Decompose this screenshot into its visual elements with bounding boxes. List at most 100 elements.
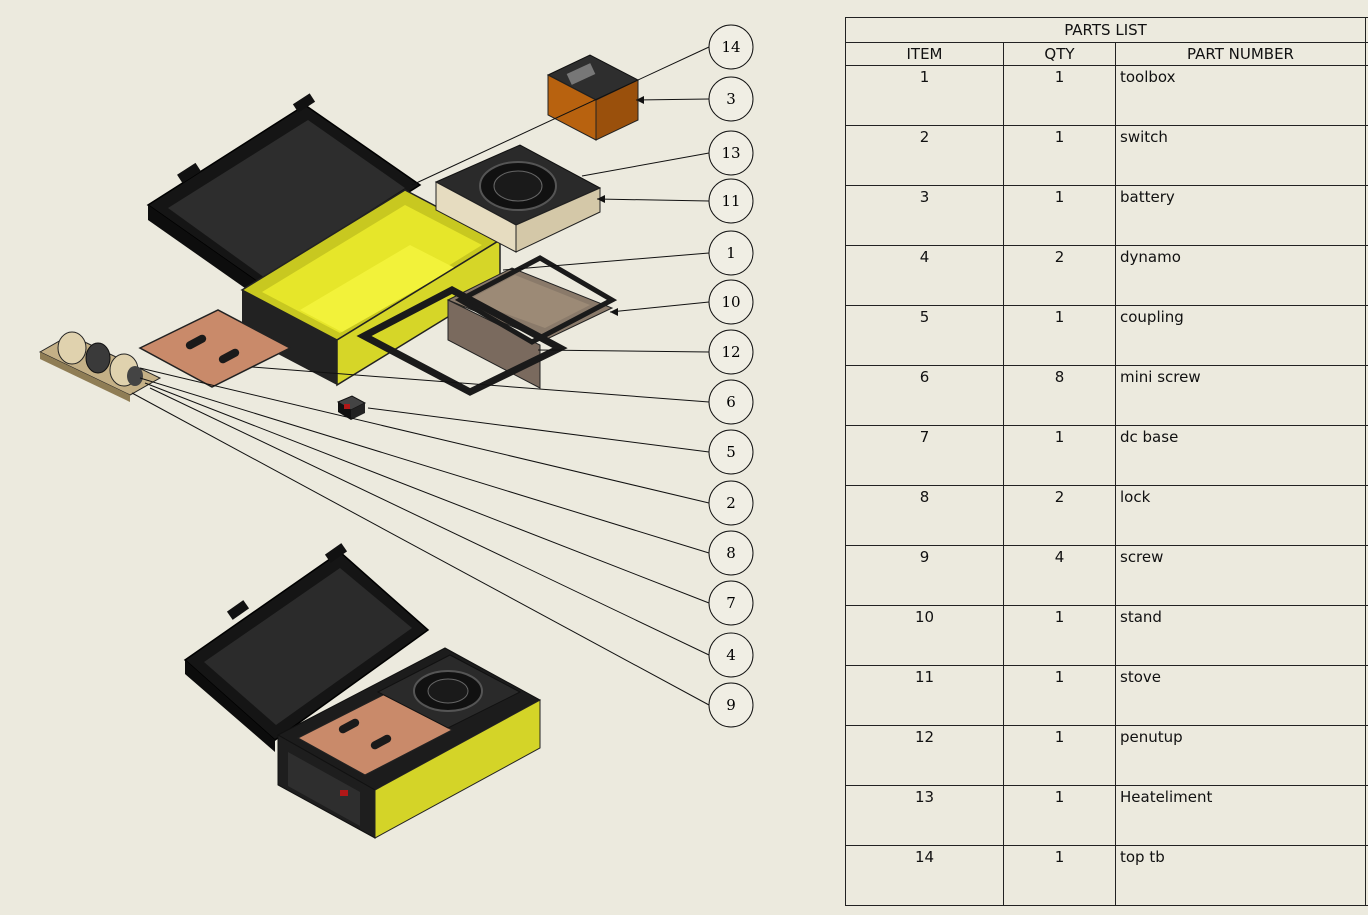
- qty-cell: 2: [1003, 485, 1116, 546]
- balloon: 4: [708, 632, 754, 678]
- qty-cell: 2: [1003, 245, 1116, 306]
- leader-lines: [131, 46, 710, 706]
- qty-cell: 4: [1003, 545, 1116, 606]
- balloon: 12: [708, 329, 754, 375]
- balloon: 6: [708, 379, 754, 425]
- part-number-cell: mini screw: [1114, 365, 1367, 426]
- part-number-cell: toolbox: [1114, 65, 1367, 126]
- part-number-cell: top tb: [1114, 845, 1367, 906]
- part-number-cell: coupling: [1114, 305, 1367, 366]
- assembled-view: [183, 543, 542, 839]
- part-number-cell: screw: [1114, 545, 1367, 606]
- item-cell: 1: [845, 65, 1004, 126]
- item-cell: 10: [845, 605, 1004, 666]
- part-number-cell: dc base: [1114, 425, 1367, 486]
- part-number-cell: battery: [1114, 185, 1367, 246]
- penutup-frame: [356, 286, 568, 396]
- balloon: 14: [708, 24, 754, 70]
- top-frame: [454, 255, 618, 345]
- item-cell: 6: [845, 365, 1004, 426]
- qty-cell: 1: [1003, 665, 1116, 726]
- toolbox-lid: [146, 93, 422, 300]
- item-cell: 9: [845, 545, 1004, 606]
- part-number-cell: switch: [1114, 125, 1367, 186]
- qty-cell: 1: [1003, 845, 1116, 906]
- part-number-cell: stand: [1114, 605, 1367, 666]
- balloon-label: 3: [726, 90, 736, 108]
- dc-base-assembly: [38, 331, 162, 402]
- balloon: 9: [708, 682, 754, 728]
- qty-cell: 1: [1003, 425, 1116, 486]
- balloon-label: 8: [726, 544, 736, 562]
- item-cell: 7: [845, 425, 1004, 486]
- item-cell: 14: [845, 845, 1004, 906]
- qty-cell: 1: [1003, 305, 1116, 366]
- balloon-label: 11: [721, 192, 740, 210]
- qty-cell: 8: [1003, 365, 1116, 426]
- item-cell: 11: [845, 665, 1004, 726]
- item-cell: 2: [845, 125, 1004, 186]
- item-cell: 4: [845, 245, 1004, 306]
- column-header-qty: QTY: [1003, 42, 1116, 66]
- item-cell: 3: [845, 185, 1004, 246]
- parts-list-title: PARTS LIST: [844, 17, 1367, 43]
- qty-cell: 1: [1003, 125, 1116, 186]
- part-number-cell: Heateliment: [1114, 785, 1367, 846]
- balloon: 1: [708, 230, 754, 276]
- balloon-label: 2: [726, 494, 736, 512]
- part-number-cell: penutup: [1114, 725, 1367, 786]
- column-header-part-number: PART NUMBER: [1114, 42, 1367, 66]
- qty-cell: 1: [1003, 605, 1116, 666]
- item-cell: 12: [845, 725, 1004, 786]
- balloon: 8: [708, 530, 754, 576]
- table-edge-cell: [1365, 845, 1368, 906]
- item-cell: 8: [845, 485, 1004, 546]
- balloon-label: 14: [721, 38, 740, 56]
- balloon-label: 9: [726, 696, 736, 714]
- balloon-label: 13: [721, 144, 740, 162]
- balloon: 10: [708, 279, 754, 325]
- column-header-item: ITEM: [845, 42, 1004, 66]
- balloon-label: 6: [726, 393, 736, 411]
- balloon-label: 12: [721, 343, 740, 361]
- part-number-cell: lock: [1114, 485, 1367, 546]
- balloon-label: 1: [726, 244, 736, 262]
- exploded-view: [38, 54, 640, 420]
- balloon: 2: [708, 480, 754, 526]
- item-cell: 5: [845, 305, 1004, 366]
- balloon: 11: [708, 178, 754, 224]
- stove-part: [434, 144, 602, 253]
- balloon: 7: [708, 580, 754, 626]
- penutup-plate: [138, 309, 292, 388]
- switch-part: [336, 395, 367, 420]
- qty-cell: 1: [1003, 785, 1116, 846]
- qty-cell: 1: [1003, 65, 1116, 126]
- arrowheads: [597, 96, 644, 316]
- balloon: 13: [708, 130, 754, 176]
- balloon: 3: [708, 76, 754, 122]
- exploded-assembly-drawing: 14 3 13 11 1 10 12 6 5 2 8 7 4 9: [38, 24, 754, 839]
- part-number-cell: dynamo: [1114, 245, 1367, 306]
- qty-cell: 1: [1003, 725, 1116, 786]
- balloon-label: 10: [721, 293, 740, 311]
- qty-cell: 1: [1003, 185, 1116, 246]
- battery-part: [546, 54, 640, 141]
- balloon-label: 5: [726, 443, 736, 461]
- balloon-label: 7: [726, 594, 736, 612]
